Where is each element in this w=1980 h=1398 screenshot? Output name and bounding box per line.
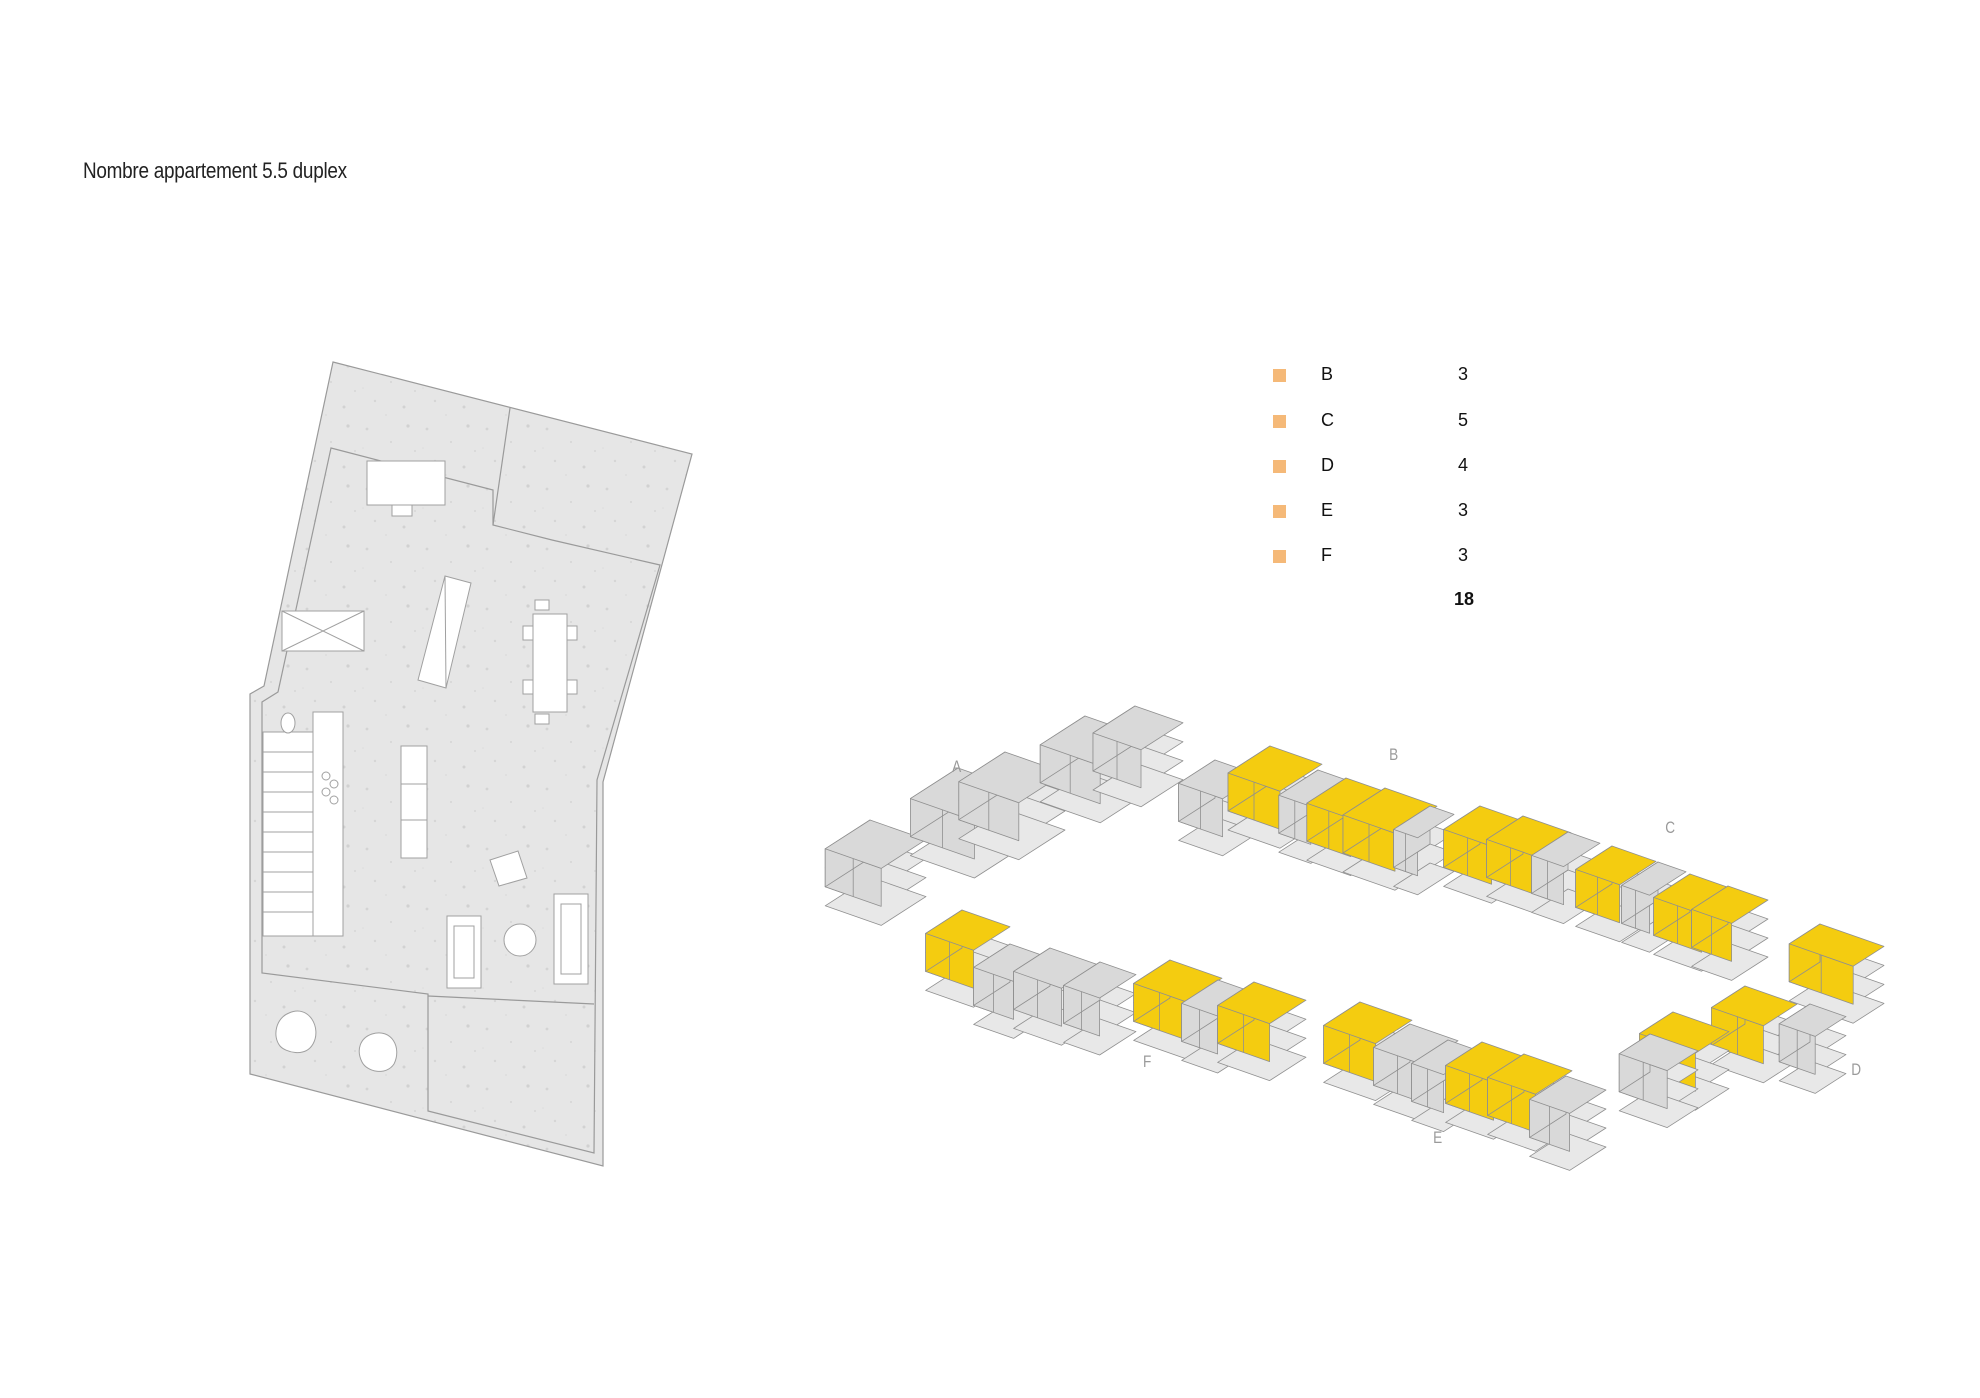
building-d-unit-2-roof <box>1778 1003 1847 1037</box>
building-d-unit-4-roof <box>1618 1033 1699 1071</box>
plan-terrace-edge <box>427 995 595 1005</box>
kitchen-counter <box>312 711 344 937</box>
building-b-unit-1-roof <box>1227 745 1323 792</box>
building-label-b: B <box>1389 745 1399 764</box>
legend-label: D <box>1321 455 1334 475</box>
building-d-unit-3-roof <box>1639 1011 1730 1054</box>
building-label-e: E <box>1433 1128 1443 1147</box>
legend-label: C <box>1321 410 1334 430</box>
legend-label: E <box>1321 500 1334 520</box>
legend-count: 4 <box>1458 455 1469 475</box>
building-d-unit-0-slab <box>1788 980 1885 1024</box>
legend-swatch <box>1273 550 1286 563</box>
wc <box>280 610 365 734</box>
building-label-c: C <box>1665 818 1676 837</box>
building-e-unit-5-roof <box>1529 1075 1607 1114</box>
legend-label: B <box>1321 364 1334 384</box>
legend-count: 3 <box>1458 545 1469 565</box>
building-f-unit-3-roof <box>1063 961 1137 999</box>
furniture <box>275 460 589 1072</box>
building-e-unit-0-roof <box>1323 1001 1413 1044</box>
legend-count: 5 <box>1458 410 1469 430</box>
building-label-f: F <box>1143 1052 1152 1071</box>
legend-swatch <box>1273 505 1286 518</box>
page-title: Nombre appartement 5.5 duplex <box>83 158 347 183</box>
legend-swatch <box>1273 460 1286 473</box>
building-e-unit-5-slab <box>1529 1132 1607 1171</box>
building-a-unit-0-roof <box>824 819 927 869</box>
legend-count: 3 <box>1458 500 1469 520</box>
legend-count: 3 <box>1458 364 1469 384</box>
building-d-unit-1-roof <box>1711 985 1798 1027</box>
legend-swatch <box>1273 415 1286 428</box>
legend-label: F <box>1321 545 1332 565</box>
legend-total: 18 <box>1454 589 1475 609</box>
plan-terrace-wall <box>492 407 511 526</box>
building-c-unit-4-roof <box>1621 861 1687 896</box>
building-f-unit-6-roof <box>1217 981 1307 1024</box>
building-d-unit-4-slab <box>1618 1090 1699 1128</box>
building-e-unit-4-roof <box>1487 1053 1573 1095</box>
building-c-unit-2-roof <box>1531 831 1601 867</box>
building-e-unit-2-roof <box>1411 1039 1481 1075</box>
building-b-unit-5-roof <box>1393 805 1455 839</box>
building-a-unit-4-roof <box>1092 705 1184 751</box>
building-f-unit-0-roof <box>925 909 1011 951</box>
building-label-d: D <box>1851 1060 1862 1079</box>
building-d-unit-0-roof <box>1788 923 1885 967</box>
building-f-unit-3-slab <box>1063 1018 1137 1056</box>
building-label-a: A <box>952 757 962 776</box>
building-c-unit-6-roof <box>1691 885 1769 924</box>
building-c-unit-6-slab <box>1691 942 1769 981</box>
building-d-unit-2-slab <box>1778 1060 1847 1094</box>
building-c-unit-3-roof <box>1575 845 1657 886</box>
legend-swatch <box>1273 369 1286 382</box>
